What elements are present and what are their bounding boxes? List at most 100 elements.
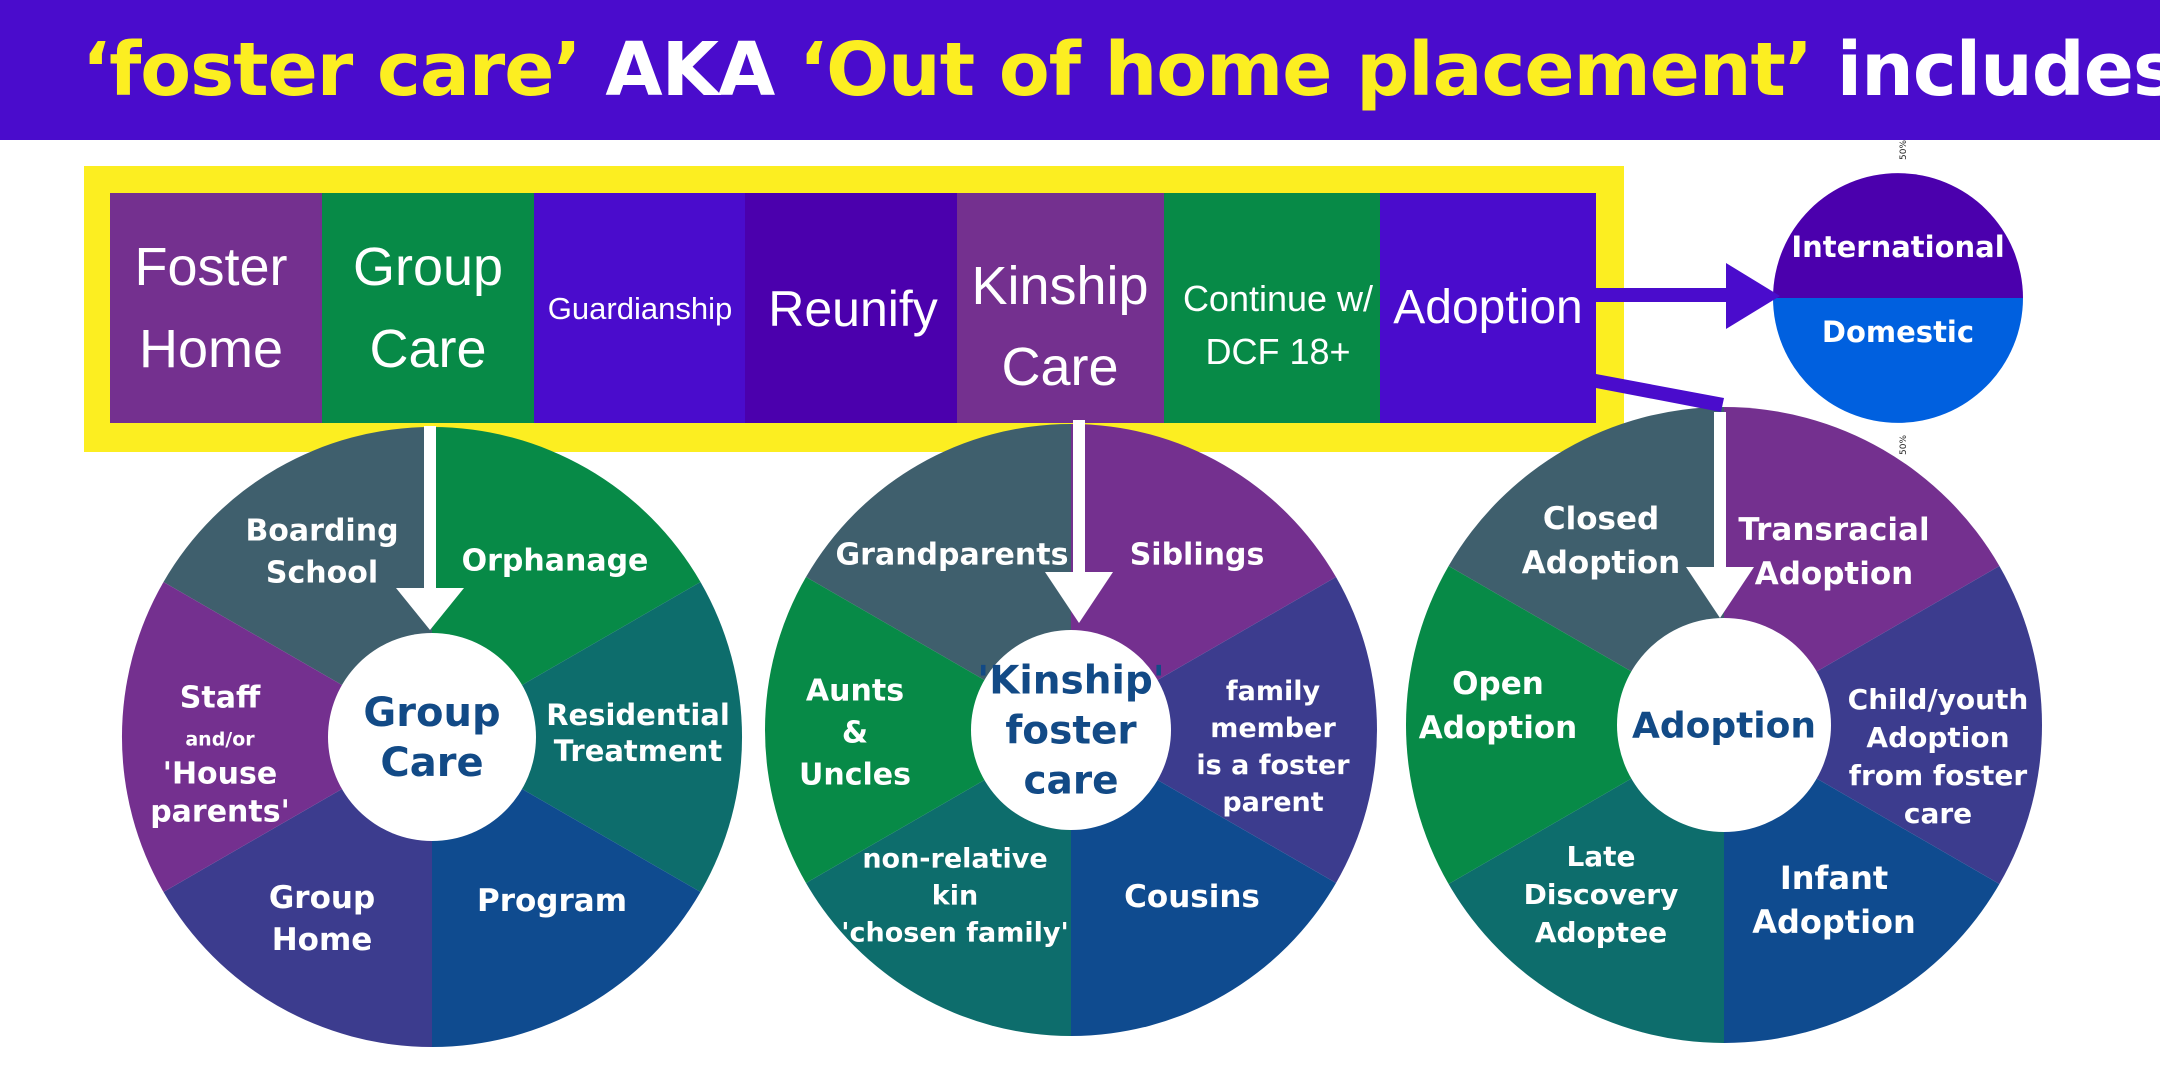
wheel-1-segment-1-label-line-2: School [266,556,378,591]
category-label-adoption: Adoption [1393,281,1583,334]
wheel-3-segment-3-label-line-2: Adoption [1866,721,2009,754]
title-part-out-of-home: ‘Out of home placement’ [799,27,1813,113]
title-part-aka: AKA [580,27,800,113]
category-label-group-care-line2: Care [369,319,486,379]
adoption-type-international-slice [1773,173,2023,298]
category-boxes [110,193,1596,423]
wheel-1-hub-label-line-1: Group [363,690,500,736]
wheel-1-segment-6-label-line-2: and/or [185,729,255,751]
kinship-care-wheel: Grandparents Siblings family member is a fos… [765,424,1377,1036]
wheel-3-segment-3-label-line-1: Child/youth [1848,683,2029,716]
wheel-3-segment-2-label-line-2: Adoption [1755,556,1913,592]
wheel-1-segment-2-label-line-1: Orphanage [462,544,649,579]
adoption-arrow-head [1726,263,1780,329]
category-label-group-care-line1: Group [353,237,503,297]
adoption-arrow-shaft [1596,288,1728,302]
kinship-arrow-head [1045,572,1113,623]
category-label-reunify: Reunify [768,281,938,337]
adoption-arrow-head-down [1686,567,1754,618]
wheel-3-segment-5-label-line-1: Late [1566,840,1635,873]
wheel-3-segment-3-label-line-4: care [1904,797,1972,830]
adoption-wheel: ClosedAdoptionTransracialAdoptionChild/y… [1405,407,2043,1043]
adoption-type-domestic-slice [1773,298,2023,423]
wheel-3-segment-6 [1405,566,1724,884]
category-box-guardianship [534,193,745,423]
wheel-2-segment-6 [765,577,1071,883]
category-label-kinship-care-line1: Kinship [971,256,1148,316]
wheel-2-segment-3-label-line-3: is a foster [1196,750,1350,781]
wheel-1-segment-6 [121,582,432,892]
adoption-type-top-percent: 50% [1899,140,1909,160]
group-care-arrow-shaft [424,426,436,594]
wheel-2-segment-6-label-line-2: & [842,716,868,751]
wheel-2-segment-3 [1071,577,1377,883]
wheel-1-segment-3-label-line-1: Residential [546,698,730,732]
wheel-2-segment-1-label-line-1: Grandparents [836,538,1069,573]
wheel-2-segment-6-label-line-1: Aunts [806,674,904,709]
wheel-2-segment-5-label-line-2: kin [932,880,978,911]
category-label-foster-home-line1: Foster [134,237,287,297]
wheel-2-segment-1 [806,424,1071,730]
category-label-kinship-care-line2: Care [1001,337,1118,397]
category-box-foster-home [110,193,322,423]
wheel-2-segment-3-label-line-4: parent [1222,787,1323,818]
wheel-3-segment-6-label-line-1: Open [1452,666,1544,702]
wheel-2-segment-3-label-line-1: family [1226,676,1321,707]
wheel-2-segment-4 [1071,730,1336,1036]
wheel-3-segment-2-label-line-1: Transracial [1738,512,1929,548]
wheel-3-segment-5-label-line-2: Discovery [1524,878,1679,911]
wheel-2-segment-4-label-line-1: Cousins [1124,879,1260,915]
wheel-3-segment-4-label-line-1: Infant [1780,859,1888,897]
wheel-1-segment-1-label-line-1: Boarding [245,514,398,549]
category-label-continue-line2: DCF 18+ [1205,331,1350,372]
wheel-1-segment-6-label-line-4: parents' [150,795,290,830]
wheel-2-segment-5-label-line-1: non-relative [862,843,1047,874]
wheel-1-segment-5-label-line-1: Group [269,880,375,916]
wheel-1-segment-5-label-line-2: Home [272,922,373,958]
wheel-2-hub-label-line-2: foster [1005,709,1137,754]
category-box-reunify [745,193,957,423]
wheel-1-segment-3-label-line-2: Treatment [554,734,723,768]
category-label-foster-home-line2: Home [139,319,283,379]
title-banner: ‘foster care’ AKA ‘Out of home placement… [0,0,2160,140]
category-box-kinship-care [957,193,1164,423]
wheel-2-segment-3-label-line-2: member [1210,713,1336,744]
wheel-arrows [396,412,1754,630]
wheel-2-segment-6-label-line-3: Uncles [799,758,911,793]
wheel-2-segment-5 [806,730,1071,1036]
wheel-3-hub [1617,618,1831,832]
adoption-type-international-label: International [1791,230,2004,264]
wheel-1-segment-3 [432,582,743,892]
wheel-3-segment-1-label-line-2: Adoption [1522,545,1680,581]
title-part-foster-care: ‘foster care’ [82,27,582,113]
title-part-includes: includes [1812,27,2160,113]
wheel-2-hub-label-line-1: 'Kinship' [977,659,1165,704]
category-label-continue-line1: Continue w/ [1183,278,1373,319]
wheel-3-segment-3 [1724,566,2043,884]
category-label-guardianship: Guardianship [548,291,732,326]
wheel-2-hub [971,630,1171,830]
category-labels: Foster Home Group Care Guardianship Reun… [134,237,1582,397]
adoption-connector-bar [1596,374,1724,412]
wheel-3-segment-3-label-line-3: from foster [1849,759,2028,792]
wheel-3-segment-5-label-line-3: Adoptee [1535,916,1667,949]
adoption-type-bottom-percent: 50% [1899,435,1909,455]
group-care-arrow-head [396,588,464,630]
page-title: ‘foster care’ AKA ‘Out of home placement… [82,22,2160,118]
wheel-1-segment-6-label-line-3: 'House [163,757,277,792]
adoption-arrow-shaft-down [1714,412,1726,572]
wheel-2-hub-label-line-3: care [1023,759,1118,804]
category-box-adoption [1380,193,1596,423]
wheel-3-segment-1-label-line-1: Closed [1543,501,1659,537]
category-box-continue-dcf [1164,193,1380,423]
wheel-3-hub-label-line-1: Adoption [1632,706,1816,747]
wheel-1-segment-4-label-line-1: Program [477,883,627,919]
category-box-group-care [322,193,534,423]
wheel-1-hub-label-line-2: Care [380,740,483,786]
adoption-type-domestic-label: Domestic [1822,315,1974,349]
wheel-2-segment-2-label-line-1: Siblings [1130,538,1265,573]
kinship-arrow-shaft [1073,420,1085,577]
wheel-2-segment-2 [1071,424,1336,730]
